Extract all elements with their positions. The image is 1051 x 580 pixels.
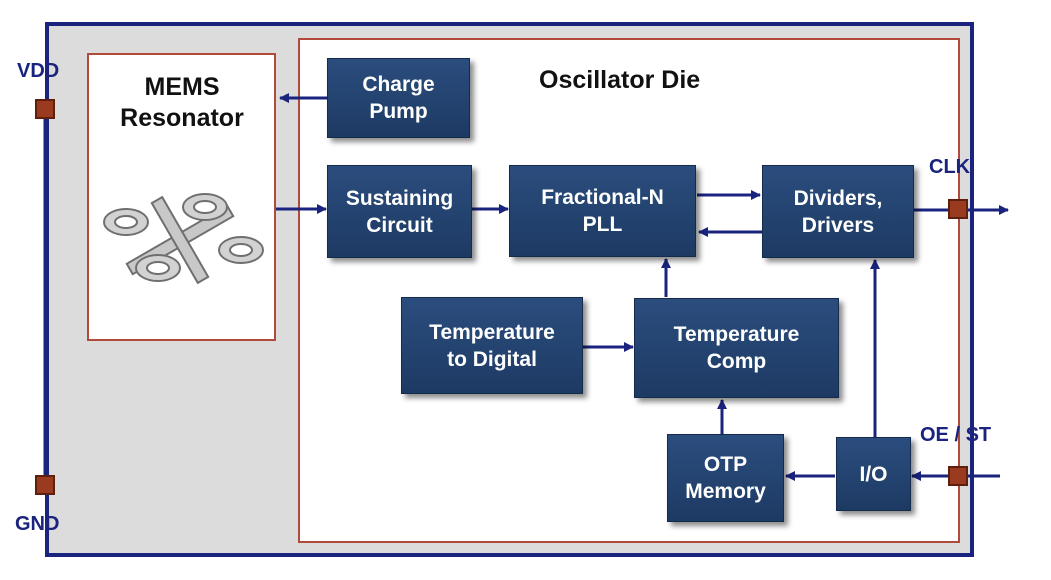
oscillator-die-title: Oscillator Die: [539, 66, 701, 94]
gnd-label: GND: [15, 513, 60, 535]
gnd-pad: [35, 475, 55, 495]
mems-resonator-box: [87, 53, 276, 341]
clk-label: CLK: [929, 156, 971, 178]
temperature-comp-block: Temperature Comp: [634, 298, 839, 398]
sustaining-circuit-line2: Circuit: [366, 213, 433, 237]
temperature-to-digital-line2: to Digital: [447, 347, 537, 371]
charge-pump-line2: Pump: [369, 100, 428, 123]
mems-title-line1: MEMS: [144, 73, 220, 101]
io-line1: I/O: [859, 462, 888, 486]
dividers-drivers-line1: Dividers,: [793, 186, 883, 210]
sustaining-circuit-block: Sustaining Circuit: [327, 165, 472, 258]
temperature-comp-line1: Temperature: [673, 323, 800, 346]
sustaining-circuit-line1: Sustaining: [345, 186, 454, 210]
vdd-label: VDD: [17, 60, 60, 82]
otp-memory-line2: Memory: [685, 480, 766, 503]
mems-title-line2: Resonator: [120, 104, 244, 132]
dividers-drivers-line2: Drivers: [801, 213, 875, 237]
fractional-n-pll-line1: Fractional-N: [541, 186, 664, 209]
oe-st-label: OE / ST: [920, 424, 992, 446]
mems-resonator-icon: [103, 193, 264, 285]
oe-st-pad: [948, 466, 968, 486]
temperature-to-digital-block: Temperature to Digital: [401, 297, 583, 394]
io-block: I/O: [836, 437, 911, 511]
fractional-n-pll-line2: PLL: [582, 213, 623, 236]
charge-pump-line1: Charge: [362, 73, 435, 96]
charge-pump-block: Charge Pump: [327, 58, 470, 138]
vdd-pad: [35, 99, 55, 119]
temperature-to-digital-line1: Temperature: [429, 320, 555, 344]
otp-memory-block: OTP Memory: [667, 434, 784, 522]
temperature-comp-line2: Comp: [706, 350, 767, 373]
fractional-n-pll-block: Fractional-N PLL: [509, 165, 696, 257]
dividers-drivers-block: Dividers, Drivers: [762, 165, 914, 258]
clk-pad: [948, 199, 968, 219]
otp-memory-line1: OTP: [703, 453, 748, 476]
